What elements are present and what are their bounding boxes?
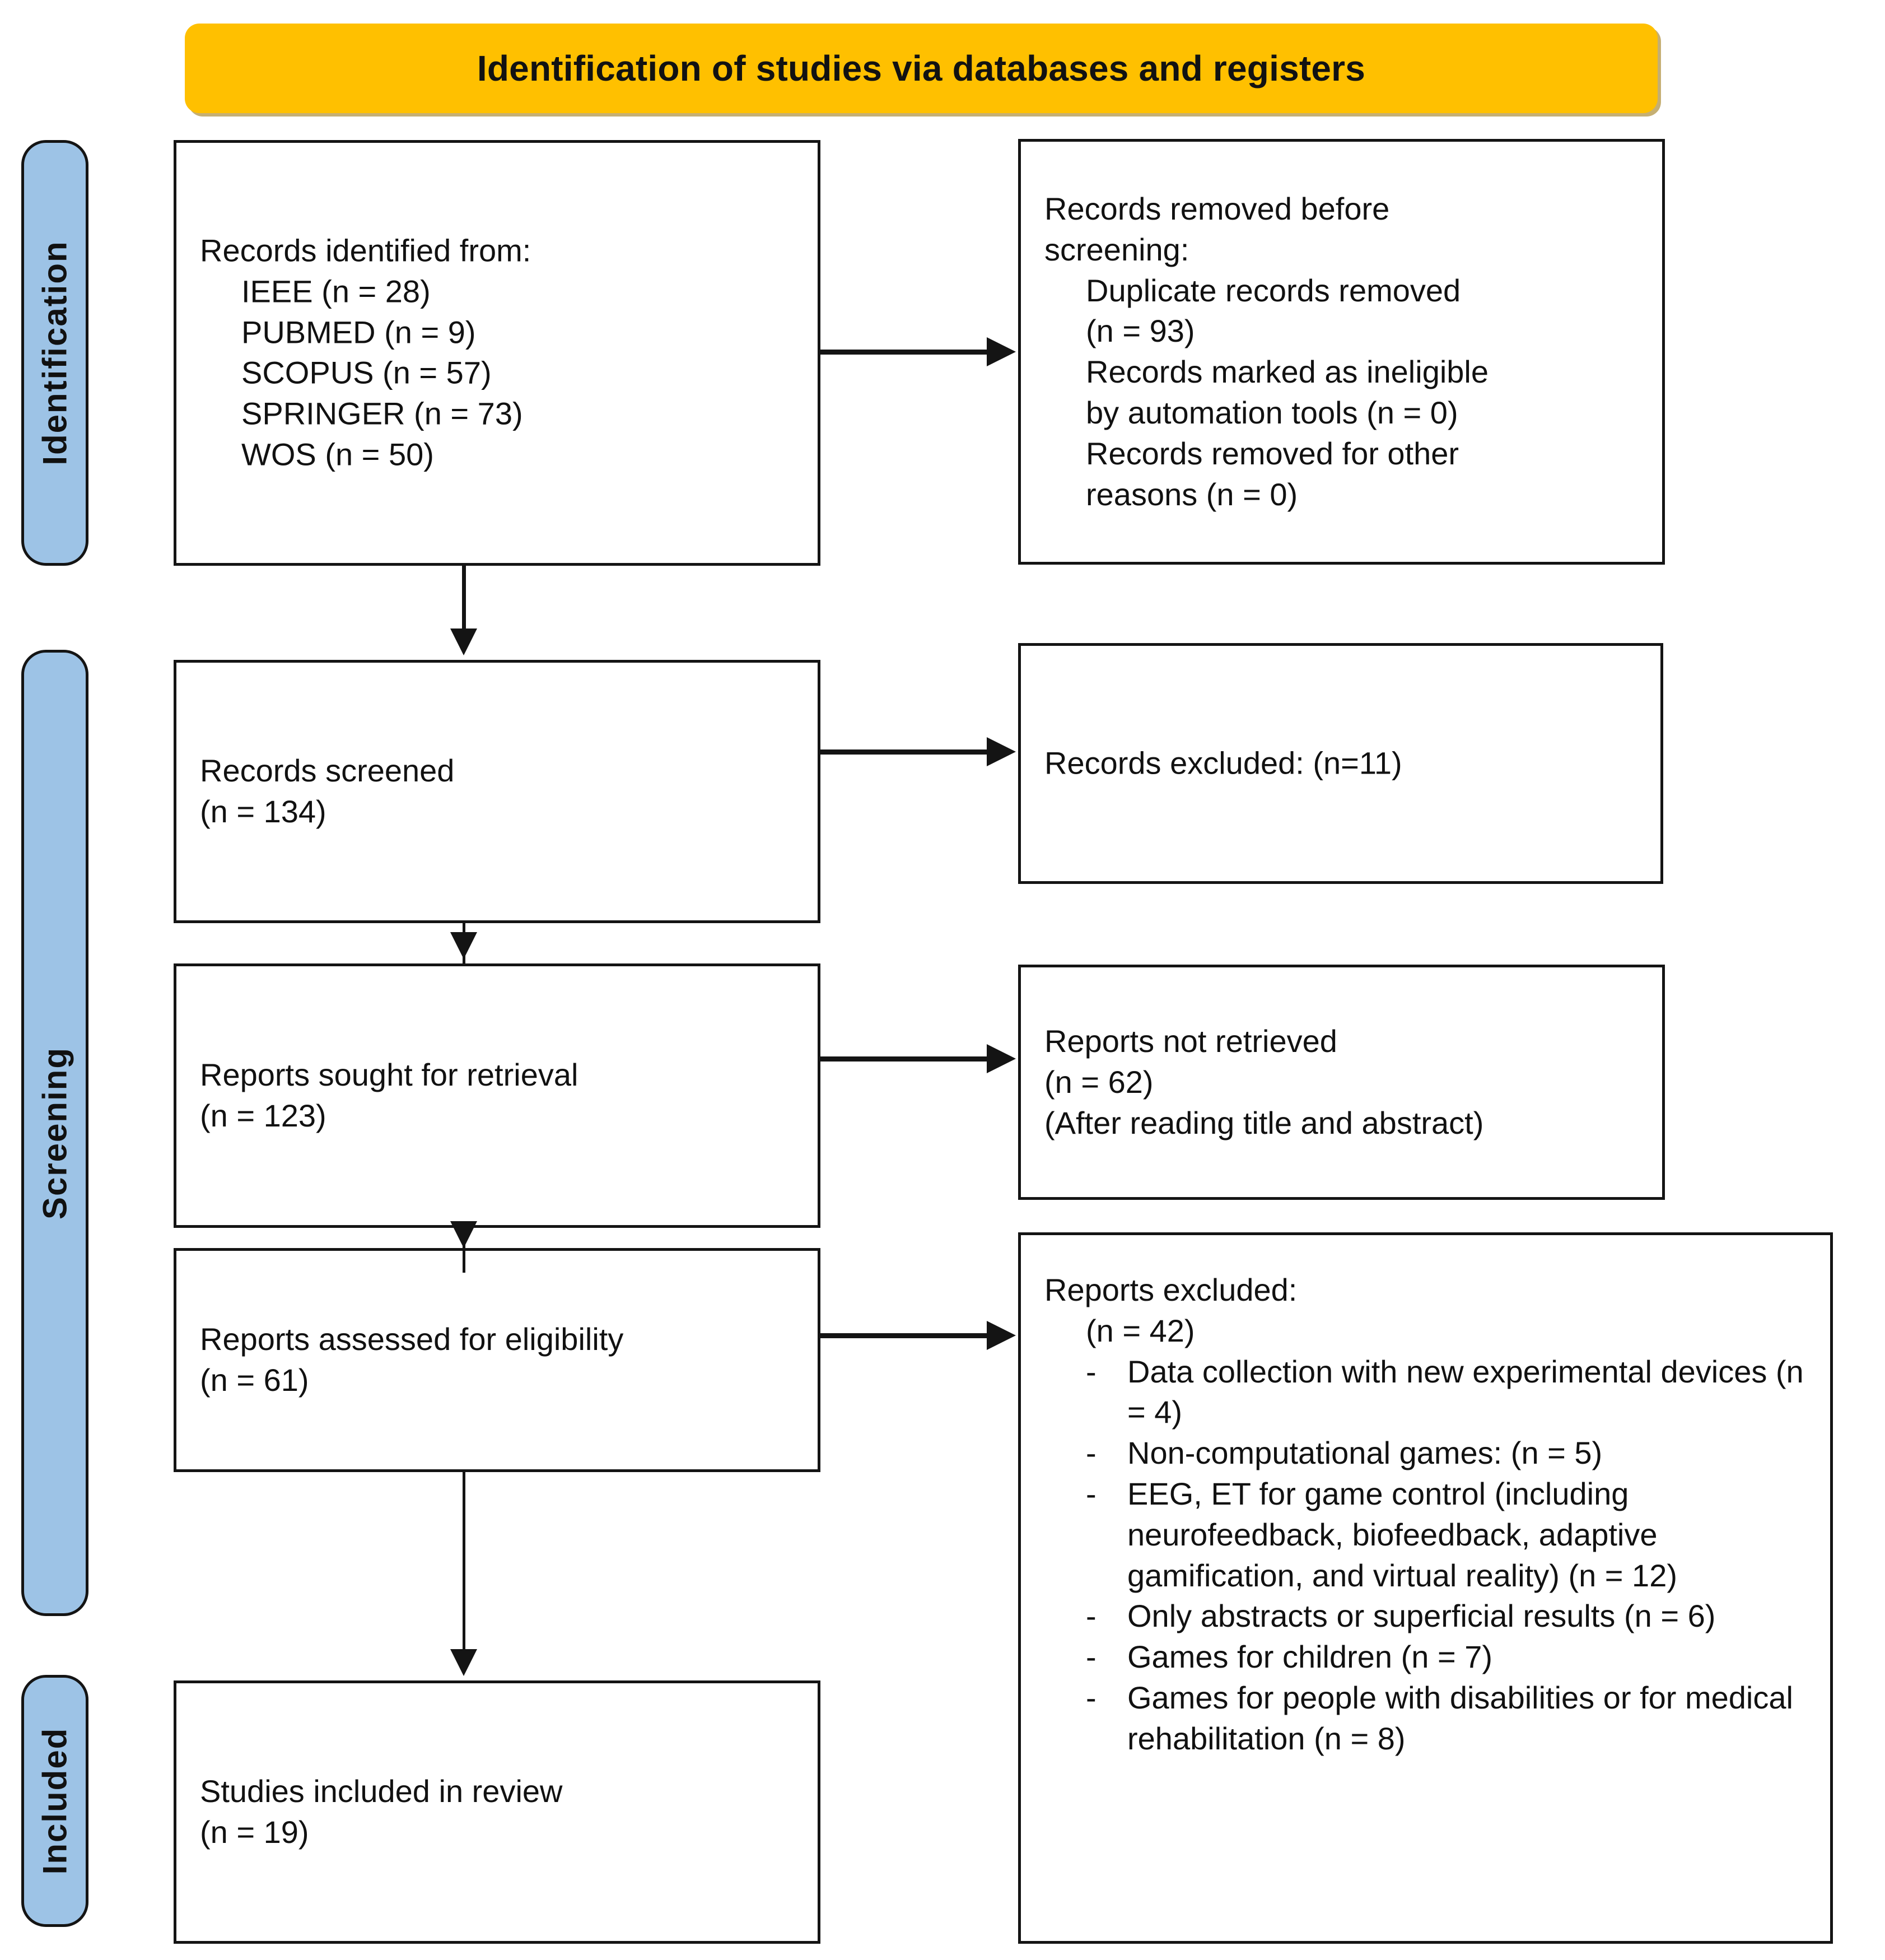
connector-identified-to-screened [462,565,466,631]
box-reports-sought-for-retrieval: Reports sought for retrieval (n = 123) [174,963,820,1228]
connector-sought-to-not-retrieved [819,1056,987,1062]
reports-excluded-reason-abstracts-only: Only abstracts or superficial results (n… [1127,1598,1716,1634]
removed-item-ineligible: Records marked as ineligible [1086,354,1489,389]
removed-item-ineligible-count: by automation tools (n = 0) [1086,394,1458,430]
bullet-dash-icon: - [1086,1679,1097,1715]
reports-excluded-reason-row: - Games for children (n = 7) [1044,1637,1811,1678]
records-removed-heading-em1: before [1300,190,1390,226]
reports-excluded-reason-non-computational: Non-computational games: (n = 5) [1127,1435,1603,1471]
box-reports-not-retrieved: Reports not retrieved (n = 62) (After re… [1018,965,1665,1200]
stage-rail-screening: Screening [21,650,88,1616]
box-studies-included-content: Studies included in review (n = 19) [200,1771,799,1853]
reports-excluded-reason-row: - Non-computational games: (n = 5) [1044,1433,1811,1474]
records-removed-heading-em2: screening [1044,231,1181,267]
box-reports-assessed-for-eligibility: Reports assessed for eligibility (n = 61… [174,1248,820,1472]
connector-assessed-to-included [463,1471,465,1656]
records-removed-heading-line2: screening: [1044,230,1643,271]
box-studies-included-in-review: Studies included in review (n = 19) [174,1680,820,1944]
bullet-dash-icon: - [1086,1435,1097,1471]
box-records-removed-content: Records removed before screening: Duplic… [1044,189,1643,515]
arrowhead-assessed-to-included [450,1649,477,1676]
stage-rail-identification-label: Identification [36,240,74,465]
reports-excluded-reason-children: Games for children (n = 7) [1127,1639,1493,1675]
box-records-excluded-content: Records excluded: (n=11) [1044,743,1641,784]
studies-included-count: (n = 19) [200,1814,309,1850]
source-scopus: SCOPUS (n = 57) [241,355,492,390]
box-reports-excluded: Reports excluded: (n = 42) - Data collec… [1018,1232,1833,1944]
records-identified-heading: Records identified from: [200,232,531,268]
box-reports-assessed-content: Reports assessed for eligibility (n = 61… [200,1319,799,1401]
box-records-screened: Records screened (n = 134) [174,660,820,923]
arrowhead-sought-to-assessed [450,1221,477,1248]
connector-assessed-to-reports-excluded [819,1333,987,1338]
records-removed-heading-plain: Records removed [1044,190,1301,226]
bullet-dash-icon: - [1086,1353,1097,1389]
box-records-identified-content: Records identified from: IEEE (n = 28) P… [200,231,799,476]
arrowhead-sought-to-not-retrieved [987,1044,1016,1073]
reports-excluded-reason-row: - Only abstracts or superficial results … [1044,1596,1811,1637]
connector-identified-to-removed [819,350,987,355]
box-records-identified: Records identified from: IEEE (n = 28) P… [174,140,820,566]
reports-excluded-reason-row: - Games for people with disabilities or … [1044,1678,1811,1759]
arrowhead-screened-to-sought [450,932,477,959]
reports-excluded-count: (n = 42) [1086,1312,1195,1348]
records-screened-label: Records screened [200,753,455,789]
source-pubmed: PUBMED (n = 9) [241,314,476,350]
connector-sought-to-assessed [463,1227,465,1273]
stage-rail-included: Included [21,1675,88,1927]
source-springer: SPRINGER (n = 73) [241,395,523,431]
records-screened-count: (n = 134) [200,794,326,829]
stage-rail-included-label: Included [36,1727,74,1875]
diagram-title-banner: Identification of studies via databases … [185,24,1658,113]
arrowhead-identified-to-removed [987,337,1016,366]
reports-excluded-reason-disabilities: Games for people with disabilities or fo… [1127,1679,1793,1756]
stage-rail-screening-label: Screening [36,1046,74,1219]
box-reports-sought-content: Reports sought for retrieval (n = 123) [200,1055,799,1137]
records-removed-heading-line1: Records removed before [1044,189,1643,230]
records-removed-heading-colon: : [1180,231,1189,267]
bullet-dash-icon: - [1086,1598,1097,1634]
box-records-screened-content: Records screened (n = 134) [200,751,799,832]
reports-sought-label: Reports sought for retrieval [200,1057,578,1093]
studies-included-label: Studies included in review [200,1773,563,1809]
reports-excluded-reason-row: - Data collection with new experimental … [1044,1352,1811,1433]
box-reports-excluded-content: Reports excluded: (n = 42) - Data collec… [1044,1270,1811,1759]
arrowhead-assessed-to-reports-excluded [987,1321,1016,1350]
reports-sought-count: (n = 123) [200,1098,326,1133]
reports-excluded-reason-data-collection: Data collection with new experimental de… [1127,1353,1804,1430]
arrowhead-identified-to-screened [450,628,477,655]
records-excluded-label: Records excluded: (n=11) [1044,745,1402,781]
reports-assessed-label: Reports assessed for eligibility [200,1321,624,1357]
removed-item-duplicate-count: (n = 93) [1086,313,1195,349]
source-ieee: IEEE (n = 28) [241,273,431,309]
reports-not-retrieved-note: (After reading title and abstract) [1044,1105,1484,1140]
reports-assessed-count: (n = 61) [200,1362,309,1398]
box-records-excluded: Records excluded: (n=11) [1018,643,1663,884]
diagram-title: Identification of studies via databases … [477,48,1366,89]
bullet-dash-icon: - [1086,1639,1097,1675]
connector-screened-to-excluded [819,749,987,755]
reports-not-retrieved-count: (n = 62) [1044,1064,1154,1100]
reports-excluded-reason-row: - EEG, ET for game control (including ne… [1044,1474,1811,1596]
arrowhead-screened-to-excluded [987,737,1016,766]
reports-not-retrieved-label: Reports not retrieved [1044,1023,1337,1059]
box-records-removed-before-screening: Records removed before screening: Duplic… [1018,139,1665,565]
source-wos: WOS (n = 50) [241,436,434,472]
removed-item-other: Records removed for other [1086,435,1459,471]
bullet-dash-icon: - [1086,1475,1097,1511]
reports-excluded-reason-eeg-et: EEG, ET for game control (including neur… [1127,1475,1677,1593]
removed-item-other-count: reasons (n = 0) [1086,476,1298,512]
removed-item-duplicate: Duplicate records removed [1086,272,1461,308]
box-reports-not-retrieved-content: Reports not retrieved (n = 62) (After re… [1044,1021,1643,1143]
reports-excluded-heading: Reports excluded: [1044,1272,1298,1307]
stage-rail-identification: Identification [21,140,88,566]
